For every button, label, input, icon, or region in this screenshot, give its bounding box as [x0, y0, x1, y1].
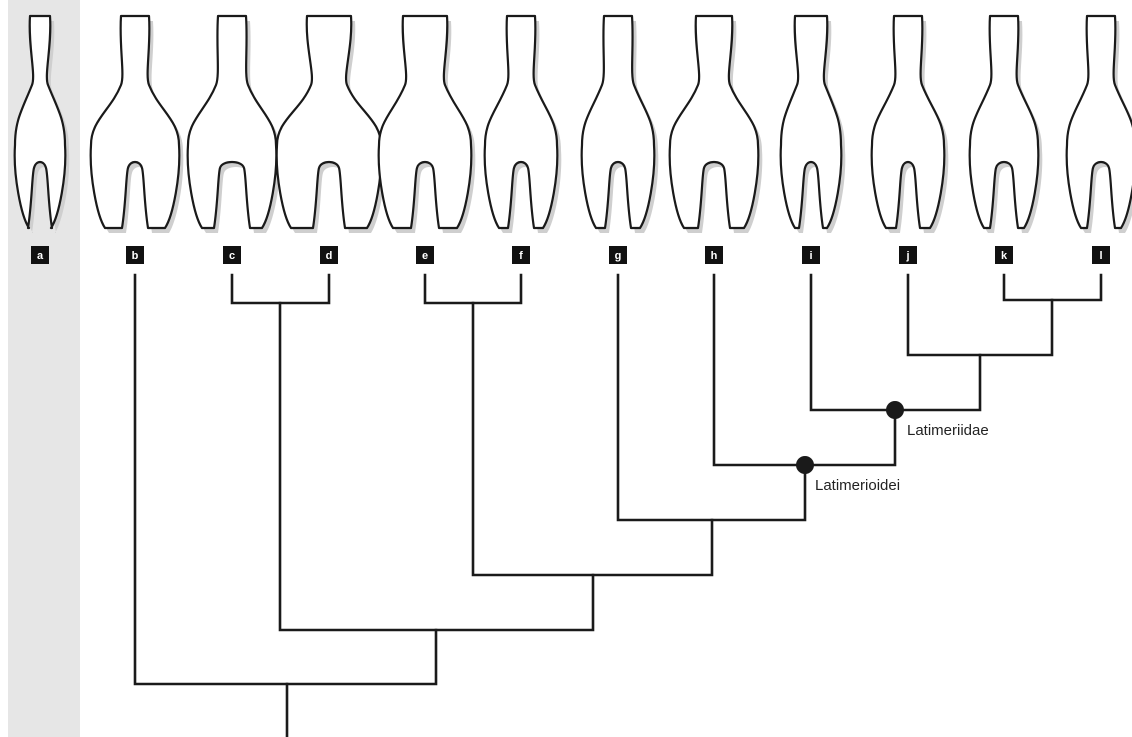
tip-label-b: b: [132, 250, 139, 262]
clade-label-latimeriidae: Latimeriidae: [907, 422, 989, 439]
branch-j-kl: [908, 275, 1052, 355]
bone-outline-b: [91, 16, 180, 228]
branch-cd: [232, 275, 329, 303]
clade-label-latimerioidei: Latimerioidei: [815, 477, 900, 494]
branch-g: [618, 275, 805, 520]
bone-outline-e: [379, 16, 472, 228]
tip-label-i: i: [809, 250, 812, 262]
branch-ef: [425, 275, 521, 303]
bone-outline-j: [872, 16, 945, 228]
bone-outline-g: [582, 16, 655, 228]
tip-label-k: k: [1001, 250, 1008, 262]
bone-outline-f: [485, 16, 558, 228]
branch-b: [135, 275, 436, 684]
cladogram: Latimerioidei Latimeriidae: [135, 275, 1101, 737]
branch-ef-node: [473, 303, 712, 575]
tip-label-l: l: [1099, 250, 1102, 262]
bone-outline-i: [781, 16, 842, 228]
branch-kl: [1004, 275, 1101, 300]
tip-label-f: f: [519, 250, 523, 262]
bone-outline-l: [1067, 16, 1132, 228]
tip-label-c: c: [229, 250, 235, 262]
tip-label-a: a: [37, 250, 44, 262]
tip-label-e: e: [422, 250, 428, 262]
branch-latimerioidei: [714, 275, 895, 465]
bone-outline-k: [970, 16, 1039, 228]
branch-latimeriidae: [811, 275, 980, 410]
tip-labels: a b c d e f g h i j k l: [31, 246, 1110, 264]
bone-outline-c: [188, 16, 277, 228]
node-latimerioidei: [796, 456, 814, 474]
tip-label-g: g: [615, 250, 622, 262]
bone-outline-h: [670, 16, 759, 228]
node-latimeriidae: [886, 401, 904, 419]
branch-cd-node: [280, 303, 593, 630]
bone-outlines: [15, 16, 1132, 233]
tip-label-h: h: [711, 250, 718, 262]
bone-outline-d: [277, 16, 382, 228]
bone-outline-a: [15, 16, 66, 228]
tip-label-j: j: [905, 250, 909, 262]
tip-label-d: d: [326, 250, 333, 262]
